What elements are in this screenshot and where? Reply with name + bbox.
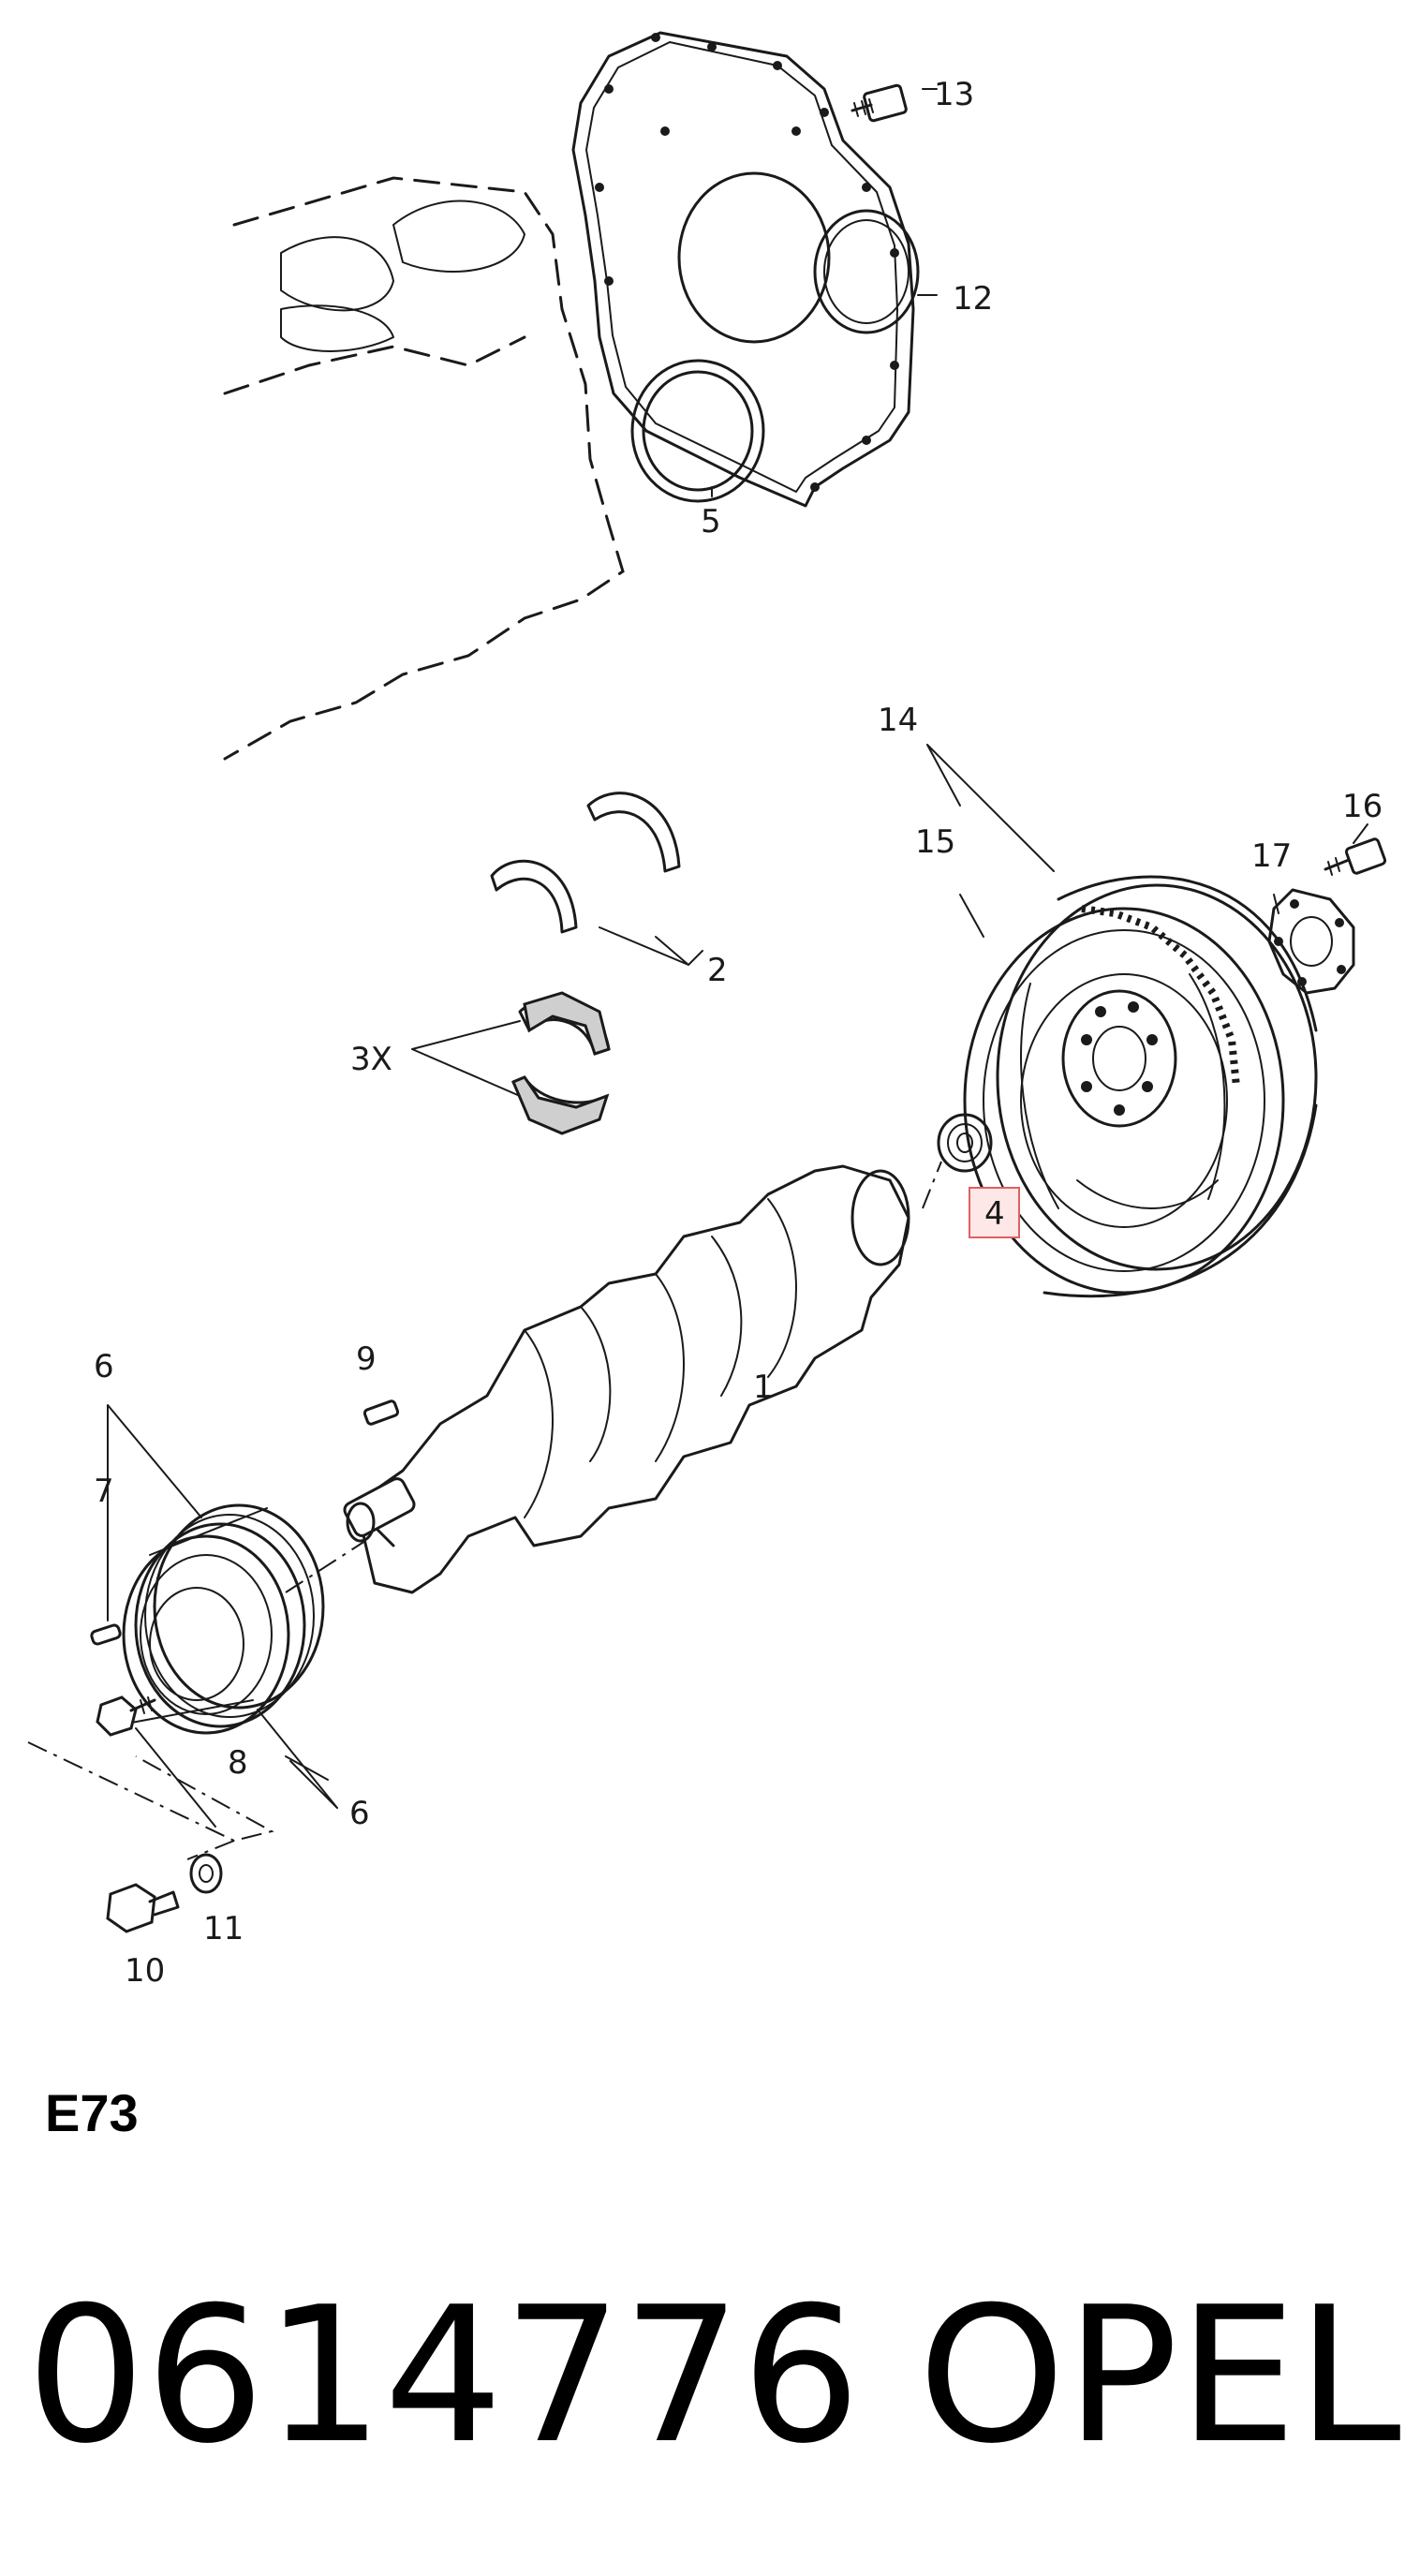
callout-11: 11	[203, 1910, 244, 1947]
diagram-code: E73	[45, 2083, 139, 2142]
alignment-lines	[27, 1161, 942, 1860]
callout-4-highlight	[969, 1187, 1020, 1238]
engine-front-plate	[571, 31, 920, 508]
flywheel-bolt-plate	[1267, 888, 1355, 995]
pulley-bolt	[96, 1695, 156, 1737]
callout-2: 2	[707, 952, 728, 989]
thrust-washers	[490, 792, 681, 934]
woodruff-key	[362, 1399, 400, 1426]
callout-14: 14	[878, 702, 918, 739]
leader-lines	[107, 88, 1368, 1828]
callout-17: 17	[1251, 837, 1292, 875]
callout-4: 4	[984, 1195, 1005, 1233]
callout-12: 12	[953, 280, 993, 318]
callout-3x: 3X	[350, 1041, 392, 1078]
flywheel-bolt	[1324, 837, 1387, 876]
crankshaft-pulley	[122, 1503, 325, 1735]
callout-labels: 1 2 3X 4 5 6 6 7 8 9 10 11 12 13 14 15 1…	[94, 76, 1383, 1990]
callout-7: 7	[94, 1473, 114, 1510]
dowel-pin	[90, 1623, 122, 1646]
washer-11	[189, 1853, 223, 1894]
main-bearing-shells	[511, 991, 611, 1135]
engine-block-outline	[223, 176, 625, 761]
callout-1: 1	[753, 1369, 774, 1406]
part-number: 0614776	[26, 2267, 861, 2485]
brand-name: OPEL	[918, 2267, 1401, 2485]
callout-16: 16	[1342, 788, 1383, 825]
callout-10: 10	[125, 1952, 165, 1990]
callout-6-top: 6	[94, 1348, 114, 1385]
callout-9: 9	[356, 1340, 377, 1378]
bolt-10	[106, 1883, 180, 1933]
callout-8: 8	[228, 1744, 248, 1782]
callout-6-bottom: 6	[349, 1795, 370, 1832]
callout-13: 13	[934, 76, 974, 113]
crankshaft	[343, 1164, 910, 1594]
bolt-13	[850, 83, 908, 123]
callout-5: 5	[701, 503, 721, 540]
flywheel	[963, 875, 1318, 1298]
callout-15: 15	[915, 823, 955, 861]
